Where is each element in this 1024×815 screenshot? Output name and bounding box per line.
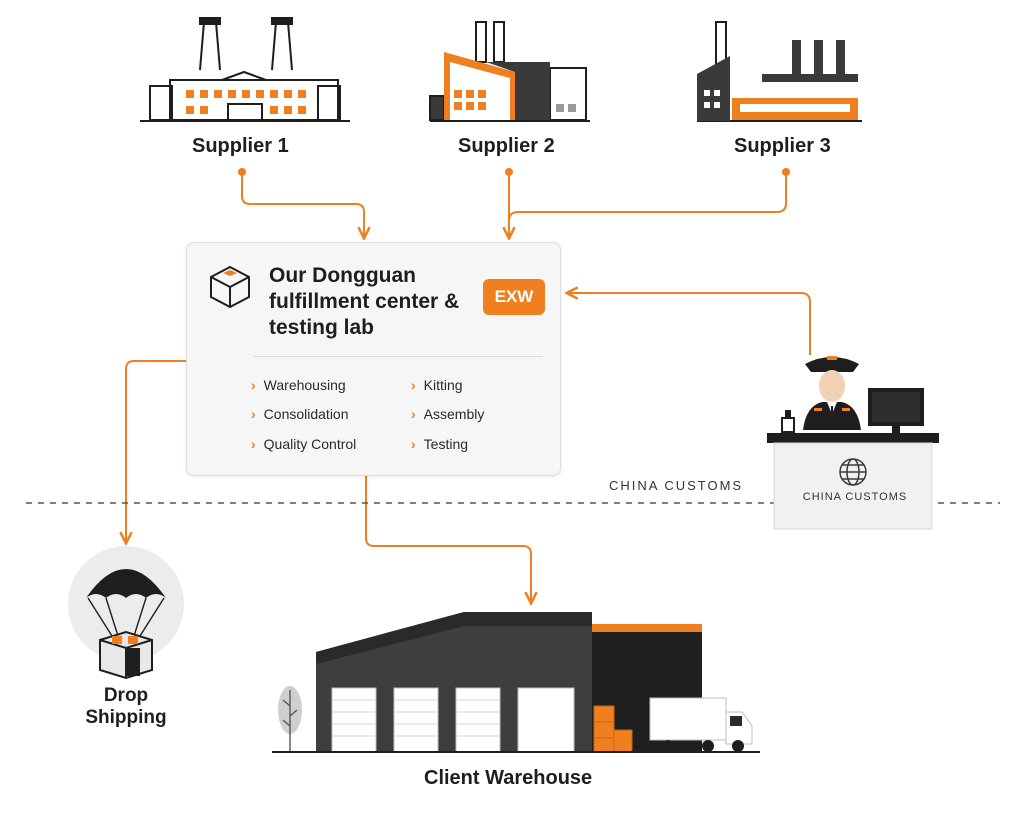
globe-icon xyxy=(839,458,867,486)
customs-desk-label: CHINA CUSTOMS xyxy=(802,491,908,503)
fulfillment-center-card: Our Dongguan fulfillment center & testin… xyxy=(186,242,561,476)
supplier2-label: Supplier 2 xyxy=(458,135,555,157)
service-item: ›Consolidation xyxy=(251,406,349,422)
chevron-right-icon: › xyxy=(251,436,256,452)
service-item: ›Warehousing xyxy=(251,377,346,393)
chevron-right-icon: › xyxy=(251,377,256,393)
exw-badge: EXW xyxy=(483,279,545,315)
chevron-right-icon: › xyxy=(411,436,416,452)
chevron-right-icon: › xyxy=(251,406,256,422)
service-item: ›Assembly xyxy=(411,406,485,422)
supplier3-connector xyxy=(508,168,790,222)
center-to-dropship-connector xyxy=(126,360,186,542)
center-to-warehouse-connector xyxy=(365,476,531,602)
fulfillment-center-title: Our Dongguan fulfillment center & testin… xyxy=(269,264,460,339)
drop-shipping-label: Drop Shipping xyxy=(85,685,167,728)
supplier2-connector xyxy=(505,168,513,237)
customs-to-center-connector xyxy=(568,293,811,355)
box-icon xyxy=(210,265,250,309)
client-warehouse-label: Client Warehouse xyxy=(424,767,593,789)
chevron-right-icon: › xyxy=(411,406,416,422)
supplier1-label: Supplier 1 xyxy=(192,135,289,157)
customs-line-label: CHINA CUSTOMS xyxy=(609,478,744,493)
supplier1-connector xyxy=(238,168,364,237)
service-item: ›Kitting xyxy=(411,377,463,393)
supplier3-label: Supplier 3 xyxy=(734,135,831,157)
chevron-right-icon: › xyxy=(411,377,416,393)
service-item: ›Testing xyxy=(411,436,469,452)
service-item: ›Quality Control xyxy=(251,436,357,452)
card-divider xyxy=(253,356,543,357)
